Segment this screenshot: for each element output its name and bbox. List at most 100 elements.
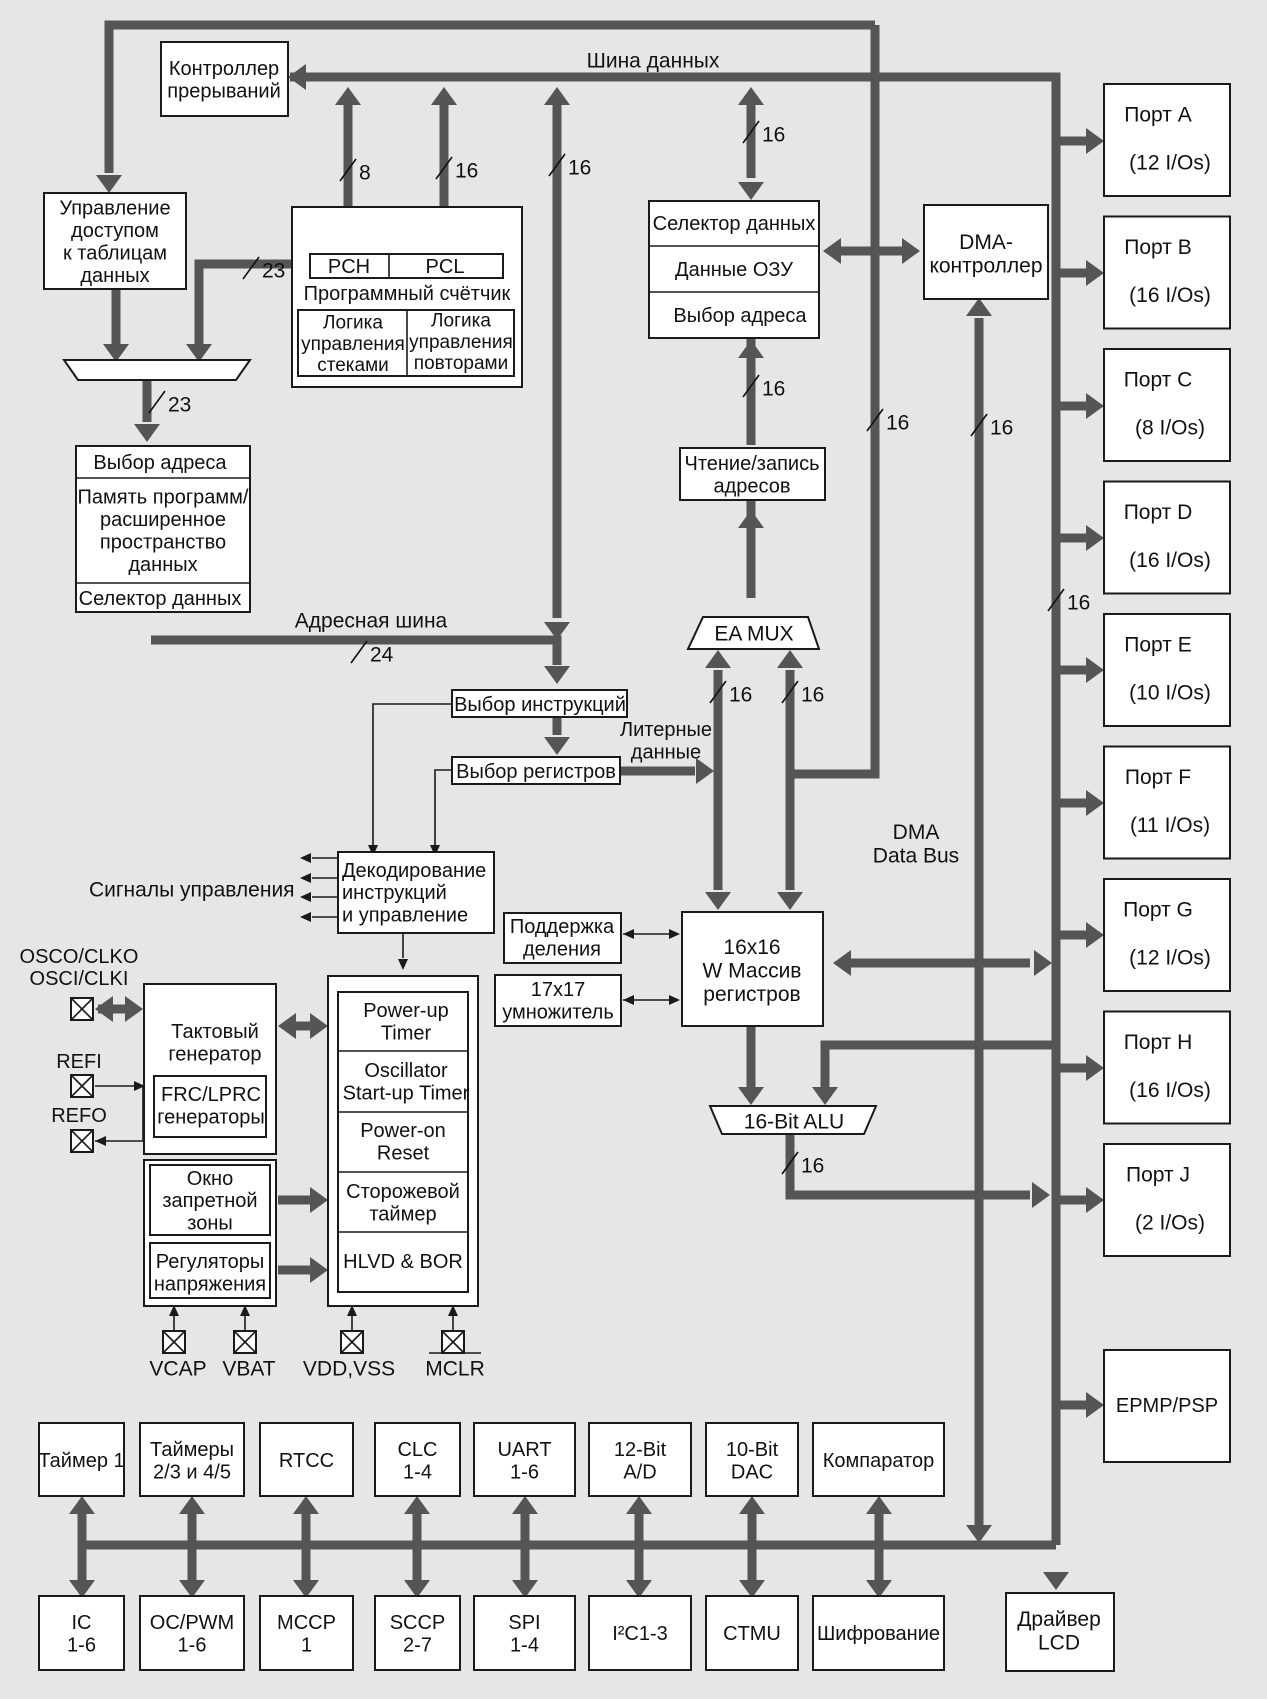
port-0-box xyxy=(1103,83,1231,197)
bus-arrowhead xyxy=(179,1580,205,1598)
alu xyxy=(708,1105,878,1135)
block-layer xyxy=(38,41,1231,1672)
bus-arrowhead xyxy=(404,1496,430,1514)
port-1-name: Порт B xyxy=(1124,236,1191,259)
epmp-psp-label: EPMP/PSP xyxy=(1116,1395,1218,1417)
voltage-reg-box xyxy=(149,1242,271,1299)
signal-arrowhead xyxy=(368,845,378,856)
bus-arrowhead xyxy=(310,1187,328,1213)
peripheral-top-0-box xyxy=(38,1422,125,1497)
bus-width-label: 24 xyxy=(370,644,394,667)
prog-data-select-label: Селектор данных xyxy=(79,588,242,610)
port-6-name: Порт G xyxy=(1123,899,1193,922)
port-5-ios: (11 I/Os) xyxy=(1130,814,1210,837)
multiplier-label-line: умножитель xyxy=(502,1001,614,1023)
signal-arrowhead xyxy=(300,853,311,863)
peripheral-bottom-2-box xyxy=(259,1595,354,1671)
port-6-box xyxy=(1103,878,1231,992)
bus-width-mark xyxy=(350,640,368,664)
port-6-ios: (12 I/Os) xyxy=(1129,947,1211,970)
bus-arrowhead xyxy=(179,1496,205,1514)
bus-arrowhead xyxy=(966,298,992,316)
ram-box xyxy=(648,200,820,339)
frc-lprc-label-line: генераторы xyxy=(157,1106,265,1128)
bus-arrowhead xyxy=(739,1496,765,1514)
alu-label: 16-Bit ALU xyxy=(744,1111,844,1134)
lcd-driver-box xyxy=(1005,1592,1115,1672)
bus-width-label: 23 xyxy=(168,394,191,417)
dma-controller-box xyxy=(923,204,1049,300)
signal-arrowhead xyxy=(300,912,311,922)
port-0-ios: (12 I/Os) xyxy=(1129,152,1211,175)
port-8-ios: (2 I/Os) xyxy=(1135,1212,1205,1235)
peripheral-bottom-4-label-line: 1-4 xyxy=(510,1634,539,1656)
peripheral-top-6-label-line: DAC xyxy=(731,1461,773,1483)
dma-controller-label-line: DMA- xyxy=(959,231,1013,254)
vcap-label: VCAP xyxy=(149,1358,206,1381)
lcd-driver-label-line: LCD xyxy=(1038,1631,1080,1654)
signal-arrowhead xyxy=(623,929,634,939)
peripheral-bottom-7-label: Шифрование xyxy=(817,1623,940,1645)
repeat-logic-label-line: повторами xyxy=(414,353,508,374)
signal-arrowhead xyxy=(669,929,680,939)
pcl-label: PCL xyxy=(426,256,465,278)
osc-pin-x2 xyxy=(70,997,94,1021)
mclr-label: MCLR xyxy=(425,1358,485,1381)
ram-data-select-label: Селектор данных xyxy=(653,213,816,235)
clock-gen-label-line: генератор xyxy=(168,1043,261,1065)
signal-arrowhead xyxy=(430,845,440,856)
peripheral-bottom-1-label-line: OC/PWM xyxy=(150,1612,234,1634)
port-arrow-0 xyxy=(1086,128,1104,154)
signal-arrowhead xyxy=(398,959,408,970)
port-8-box xyxy=(1103,1143,1231,1257)
signal-arrowhead xyxy=(448,1305,458,1316)
vcap-pin-x2 xyxy=(162,1330,186,1354)
power-timers-inner xyxy=(337,991,469,1293)
bus-width-label: 23 xyxy=(262,260,285,283)
guard-window-label-line: запретной xyxy=(162,1190,257,1212)
port-arrow-1 xyxy=(1086,260,1104,286)
dma-bus-label-line: Data Bus xyxy=(873,844,959,867)
port-2-ios: (8 I/Os) xyxy=(1135,417,1205,440)
bus-width-mark xyxy=(1047,588,1065,612)
bus-arrowhead xyxy=(1032,1182,1050,1208)
peripheral-top-2-box xyxy=(259,1422,354,1497)
guard-window-label-line: зоны xyxy=(187,1213,233,1235)
div-support-label-line: Поддержка xyxy=(510,916,615,938)
alu-out xyxy=(785,1135,1030,1200)
port-4-name: Порт E xyxy=(1124,634,1191,657)
bus-arrowhead xyxy=(966,1525,992,1543)
loop-top xyxy=(104,20,875,173)
prog-memory-label-line: расширенное xyxy=(100,509,226,531)
bus-arrowhead xyxy=(335,87,361,105)
bus-arrowhead xyxy=(705,892,731,910)
peripheral-top-5-label-line: A/D xyxy=(623,1461,656,1483)
peripheral-top-3-label-line: CLC xyxy=(397,1439,437,1461)
bus-arrowhead xyxy=(512,1580,538,1598)
signal-arrowhead xyxy=(240,1305,250,1316)
ea-mux xyxy=(686,616,821,650)
port-5-box xyxy=(1103,745,1231,860)
address-bus-label: Адресная шина xyxy=(295,610,448,633)
peripheral-bottom-5-label: I²C1-3 xyxy=(612,1623,668,1645)
ea-mux-label: EA MUX xyxy=(714,623,793,646)
bus-arrowhead xyxy=(293,1496,319,1514)
bus-arrowhead xyxy=(833,950,851,976)
bus-width-mark xyxy=(548,153,566,177)
osci-label: OSCI/CLKI xyxy=(30,968,129,990)
literal-data-label-line: Литерные xyxy=(620,719,712,741)
bus-width-mark xyxy=(148,390,166,414)
peripheral-bottom-1-label-line: 1-6 xyxy=(178,1634,207,1656)
lcd-driver-label-line: Драйвер xyxy=(1017,1608,1101,1631)
bus-arrowhead xyxy=(812,1087,838,1105)
bus-arrowhead xyxy=(278,1013,296,1039)
program-counter-label: Программный счётчик xyxy=(304,283,511,305)
